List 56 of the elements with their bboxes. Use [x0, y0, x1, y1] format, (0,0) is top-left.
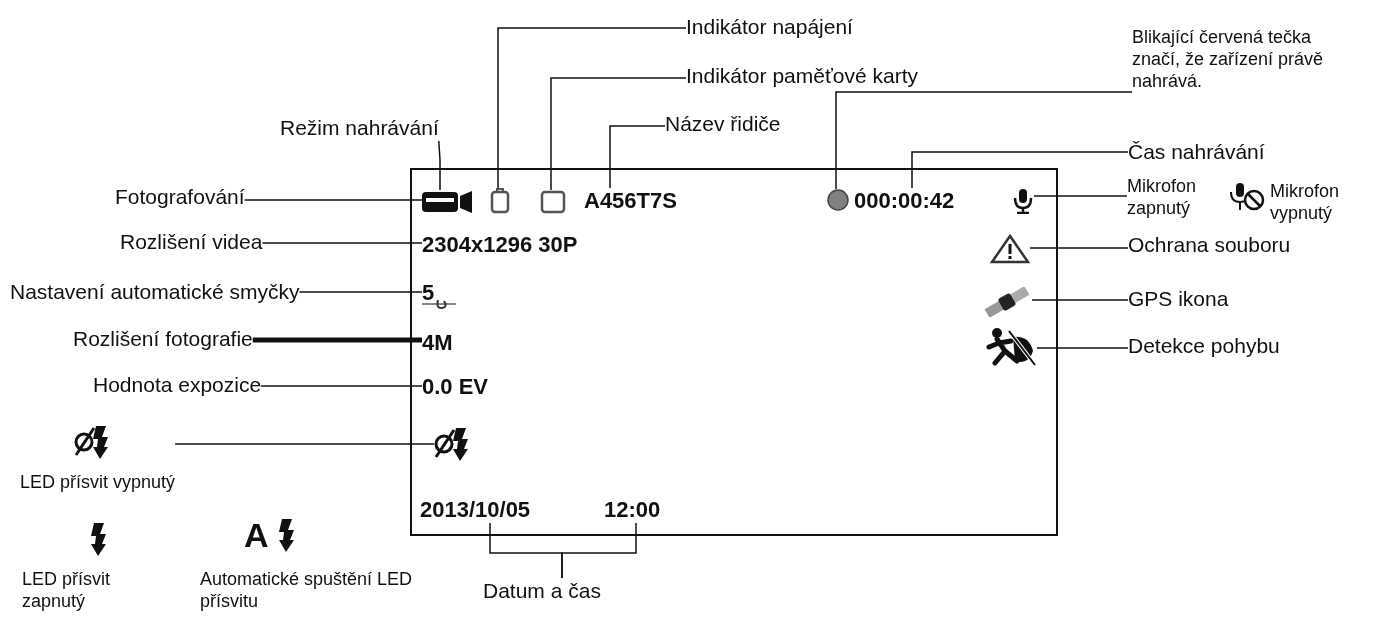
leader-line: [550, 77, 687, 191]
label-text: LED přísvit zapnutý: [22, 568, 112, 612]
leader-line: [261, 242, 423, 244]
callout-label: Hodnota expozice: [93, 372, 262, 398]
callout-label: Název řidiče: [665, 111, 781, 137]
callout-label: Rozlišení fotografie: [73, 326, 253, 352]
callout-label: Datum a čas: [483, 578, 601, 604]
callout-label: LED přísvit vypnutý: [20, 471, 176, 493]
leader-line: [243, 199, 423, 201]
leader-line: [1036, 347, 1129, 349]
memory-card-icon: [540, 190, 566, 214]
callout-label: Indikátor paměťové karty: [686, 63, 918, 89]
leader-line: [174, 443, 435, 445]
camera-icon: [422, 190, 472, 214]
label-text: A: [244, 516, 269, 554]
screen-frame: [410, 168, 1058, 536]
recording-dot-icon: [827, 189, 849, 211]
screen-value: 12:00: [604, 497, 661, 523]
satellite-icon: [982, 287, 1032, 317]
leader-line: [1031, 299, 1129, 301]
callout-label: Mikrofon zapnutý: [1127, 175, 1222, 219]
warning-icon: [990, 234, 1030, 264]
leader-line: [835, 91, 1133, 190]
callout-label: Fotografování: [115, 184, 245, 210]
callout-label: Ochrana souboru: [1128, 232, 1291, 258]
screen-value: A456T7S: [584, 188, 677, 214]
callout-label: Detekce pohybu: [1128, 333, 1280, 359]
callout-label: Rozlišení videa: [120, 229, 263, 255]
screen-value: 4M: [422, 330, 453, 356]
label-text: Automatické spuštění LED přísvitu: [200, 568, 414, 612]
leader-line: [298, 291, 423, 293]
leader-line: [911, 151, 1129, 189]
screen-value: 2013/10/05: [420, 497, 531, 523]
screen-value: 5: [422, 280, 435, 305]
leader-line: [609, 125, 666, 189]
motion-detection-icon: [985, 327, 1037, 367]
leader-line: [252, 337, 422, 343]
leader-line: [1029, 247, 1129, 249]
callout-label: GPS ikona: [1128, 286, 1229, 312]
callout-label: Režim nahrávání: [280, 115, 439, 141]
leader-line: [1033, 195, 1128, 197]
label-text: Mikrofon vypnutý: [1270, 180, 1341, 224]
leader-line: [497, 27, 687, 189]
leader-line: [438, 140, 441, 191]
power-indicator-icon: [490, 188, 510, 214]
callout-label: Indikátor napájení: [686, 14, 853, 40]
callout-label: Čas nahrávání: [1128, 139, 1265, 165]
flash-off-icon: [434, 427, 470, 462]
screen-value: 000:00:42: [854, 188, 955, 214]
screen-value: 2304x1296 30P: [422, 232, 578, 258]
screen-value: 0.0 EV: [422, 374, 489, 400]
callout-label: Nastavení automatické smyčky: [10, 279, 300, 305]
microphone-icon: [1012, 188, 1034, 214]
leader-line: [561, 522, 637, 579]
callout-label: Blikající červená tečka značí, že zařízení právě nahrává.: [1132, 26, 1327, 92]
leader-line: [260, 385, 423, 387]
